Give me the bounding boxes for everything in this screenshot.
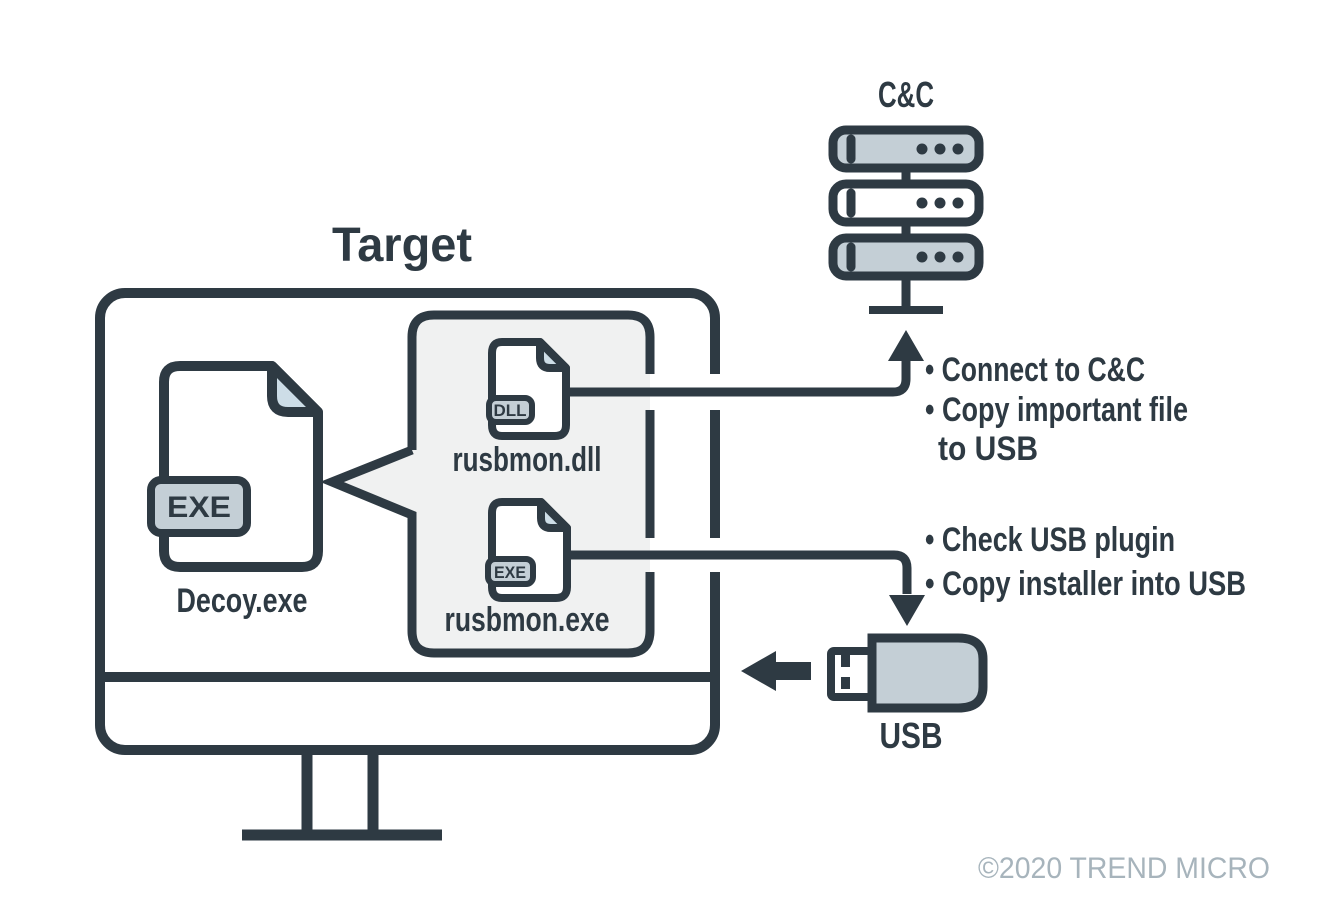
bullet-line-continued: to USB [938,430,1038,468]
arrow-to-usb [570,550,925,626]
usb-label: USB [880,715,943,756]
dll-badge-label: DLL [494,401,527,420]
arrow-left-icon [741,651,811,691]
usb-connector-pin [841,655,850,667]
server-stack-icon [828,125,984,314]
usb-connector-pin [841,677,850,689]
arrow-line [570,550,912,594]
arrow-line [566,356,911,397]
diagram-title: Target [332,219,472,272]
copyright-text: ©2020 TREND MICRO [978,852,1270,885]
usb-connector [827,647,876,701]
bullet-line: • Check USB plugin [925,521,1175,559]
arrow-to-cnc [566,330,924,397]
bullet-list-usb-actions: • Check USB plugin • Copy installer into… [925,521,1246,603]
arrow-up-icon [888,330,924,361]
cnc-label: C&C [878,74,934,115]
dll-file-icon: DLL [486,338,570,440]
decoy-file-icon: EXE [147,361,323,572]
file-fold-corner [537,498,571,532]
usb-body [867,633,988,713]
dll-badge [486,395,535,425]
arrow-down-icon [889,595,925,626]
exe-badge-small [485,556,536,587]
server-row-3 [828,233,984,281]
decoy-file-label: Decoy.exe [177,582,308,620]
usb-drive-icon [741,633,988,713]
server-row-1 [828,125,984,173]
exe-badge-small-label: EXE [494,563,526,582]
bubble-border-bottom-tail [320,445,655,658]
dll-file-label: rusbmon.dll [453,441,602,479]
server-row-2 [828,179,984,227]
bullet-line: • Copy installer into USB [925,565,1246,603]
exe-file-label: rusbmon.exe [445,601,610,639]
bubble-border-top [407,310,655,450]
file-fold-corner [267,361,323,417]
file-fold-corner [536,338,570,372]
exe-badge [147,476,251,537]
exe-file-icon: EXE [485,498,571,602]
bullet-line: • Connect to C&C [925,351,1145,389]
exe-badge-label: EXE [167,491,231,524]
monitor-stand [242,752,442,841]
bullet-line: • Copy important file [925,391,1188,429]
bullet-list-cnc-actions: • Connect to C&C • Copy important file t… [925,351,1188,468]
